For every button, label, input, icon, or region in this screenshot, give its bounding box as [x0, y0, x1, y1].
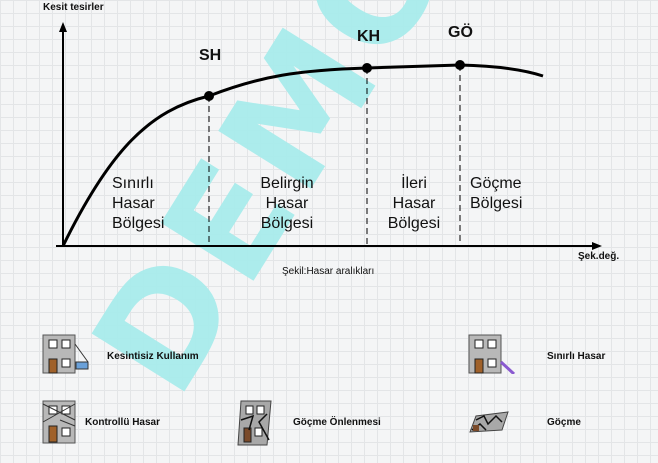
- zone-line: Bölgesi: [260, 215, 314, 232]
- kh-label: KH: [357, 28, 381, 45]
- y-axis-arrow: [59, 22, 67, 32]
- kh-point: [362, 63, 372, 73]
- legend-label: Kesintisiz Kullanım: [107, 351, 199, 362]
- x-axis-label: Şek.değ.: [578, 251, 620, 262]
- legend-label: Sınırlı Hasar: [547, 351, 606, 362]
- zone-limited-damage: Sınırlı Hasar Bölgesi: [112, 174, 188, 234]
- capacity-curve: [61, 63, 544, 247]
- zone-line: Hasar: [112, 195, 155, 212]
- zone-line: Hasar: [265, 195, 309, 212]
- zone-collapse: Göçme Bölgesi: [470, 174, 540, 214]
- go-point: [455, 60, 465, 70]
- legend-label: Kontrollü Hasar: [85, 417, 161, 428]
- sh-label: SH: [199, 47, 222, 64]
- zone-line: Sınırlı: [112, 175, 154, 192]
- building-controlled-damage-icon: [42, 400, 76, 444]
- go-label: GÖ: [448, 24, 473, 41]
- zone-line: Belirgin: [260, 175, 314, 192]
- building-intact-icon: [42, 334, 89, 374]
- sh-point: [204, 91, 214, 101]
- building-collapse-icon: [469, 411, 509, 433]
- legend-label: Göçme Önlenmesi: [293, 417, 381, 428]
- building-limited-damage-icon: [468, 334, 516, 374]
- zone-line: Göçme: [470, 175, 522, 192]
- zone-line: İleri: [401, 175, 427, 192]
- x-axis-arrow: [592, 242, 602, 250]
- zone-significant-damage: Belirgin Hasar Bölgesi: [247, 174, 327, 234]
- zone-line: Hasar: [392, 195, 436, 212]
- zone-line: Bölgesi: [112, 215, 165, 232]
- zone-line: Bölgesi: [387, 215, 441, 232]
- zone-advanced-damage: İleri Hasar Bölgesi: [376, 174, 452, 234]
- zone-line: Bölgesi: [470, 195, 523, 212]
- y-axis-label: Kesit tesirler: [43, 2, 104, 13]
- building-collapse-prevention-icon: [237, 400, 272, 446]
- legend-label: Göçme: [547, 417, 581, 428]
- figure-caption: Şekil:Hasar aralıkları: [282, 266, 375, 277]
